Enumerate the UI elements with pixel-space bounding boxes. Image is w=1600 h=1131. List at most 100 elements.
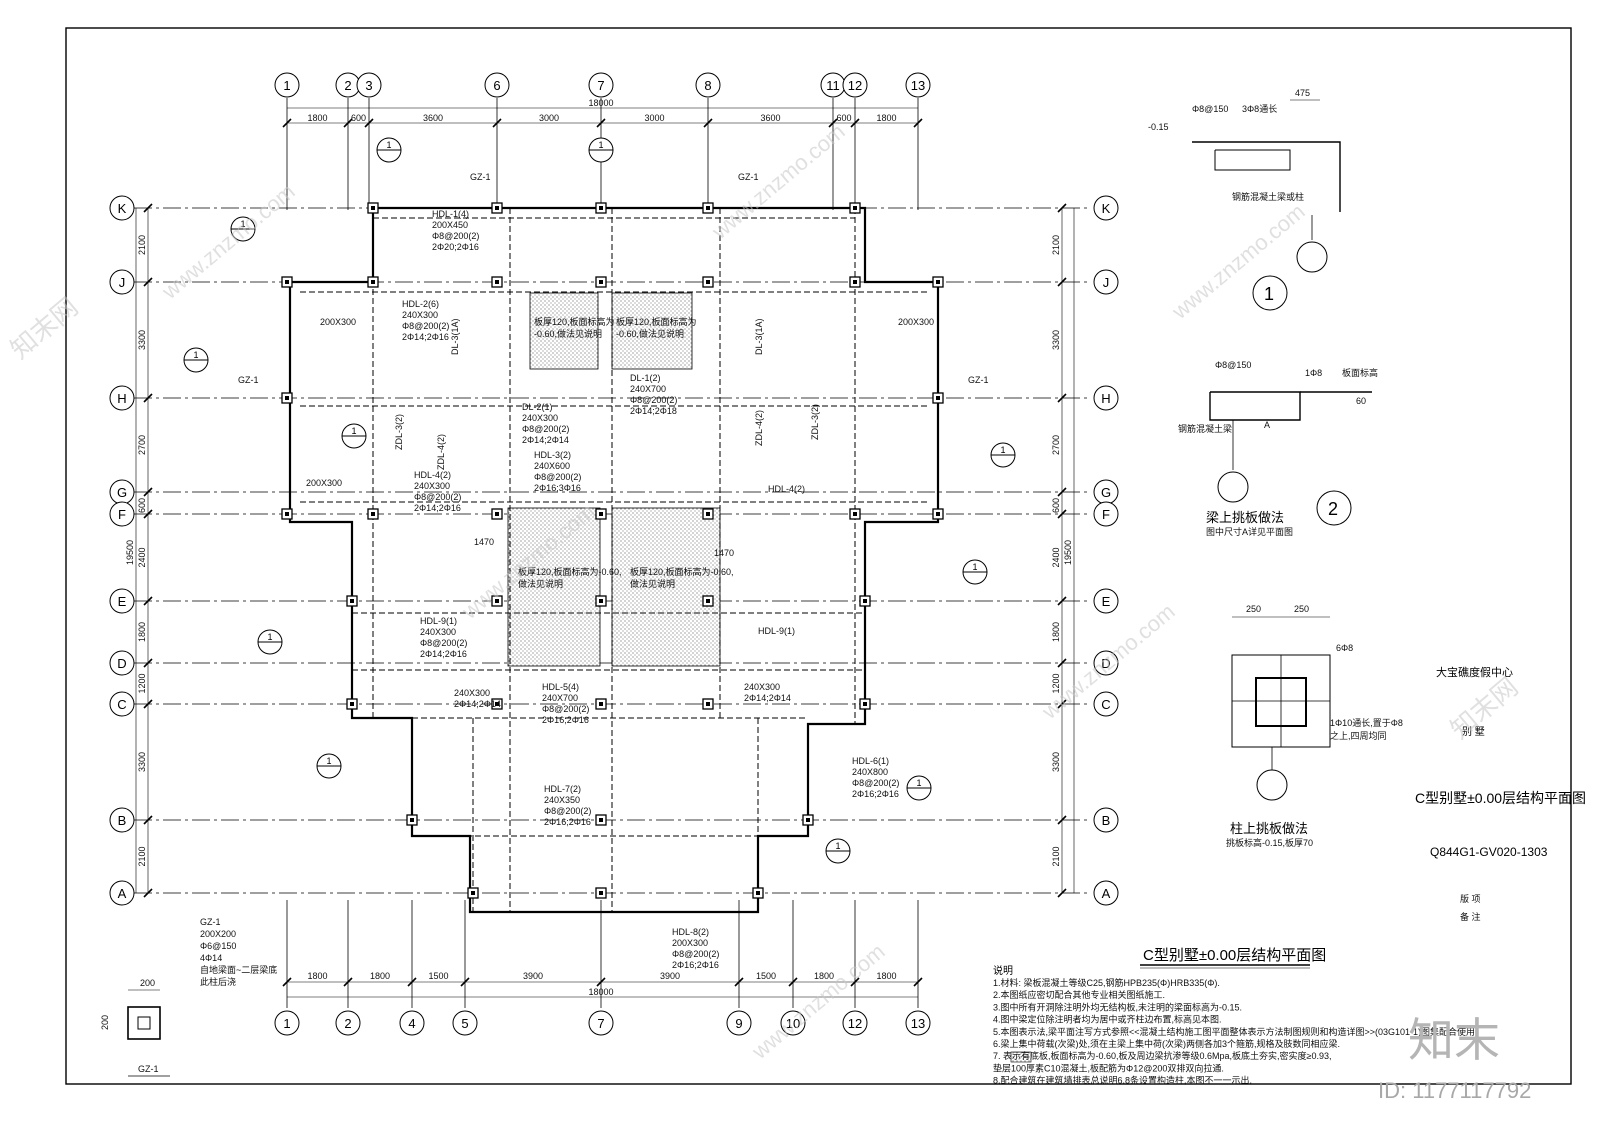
grid-label-top: 8 — [704, 78, 711, 93]
beam-label-hdl3: HDL-3(2) — [534, 450, 571, 460]
column-core — [371, 512, 375, 516]
grid-bubble-left — [109, 501, 135, 527]
detail2-beam-note: 钢筋混凝土梁 — [1178, 423, 1232, 434]
sub-name: 别 墅 — [1462, 726, 1485, 738]
beam-stir-hdl9: Φ8@200(2) — [420, 638, 467, 648]
detail3-note-1: 1Φ10通长,置于Φ8 — [1330, 717, 1403, 728]
watermark-2: www.znzmo.com — [156, 179, 299, 305]
beam-label-dl3: DL-3(1A) — [450, 318, 460, 355]
section-marker-number: 1 — [972, 562, 977, 572]
grid-label-bottom: 12 — [848, 1016, 862, 1031]
column-core — [599, 702, 603, 706]
beam-label-zdl3: ZDL-3(2) — [394, 414, 404, 450]
grid-label-right: K — [1102, 201, 1111, 216]
beam-size-hdl1: 200X450 — [432, 220, 468, 230]
beam-label-hdl4-right: HDL-4(2) — [768, 484, 805, 494]
beam-stir-hdl5: Φ8@200(2) — [542, 704, 589, 714]
grid-bubble-top — [905, 72, 931, 98]
dim-tick — [143, 699, 153, 709]
column-core — [936, 280, 940, 284]
title-block-r2: 备 注 — [1460, 911, 1481, 922]
dim-vertical-label: 600 — [1051, 498, 1061, 513]
detail2-number: 2 — [1328, 499, 1338, 519]
plan-title: C型别墅±0.00层结构平面图 — [1143, 947, 1326, 964]
column-core — [599, 206, 603, 210]
grid-label-bottom: 2 — [344, 1016, 351, 1031]
grid-label-left: D — [117, 656, 126, 671]
detail1-dim-top: 475 — [1295, 88, 1310, 98]
grid-bubble-right — [1093, 691, 1119, 717]
grid-label-top: 1 — [283, 78, 290, 93]
dim-tick — [460, 977, 470, 987]
dim-vertical-label: 1200 — [1051, 673, 1061, 693]
section-marker-number: 1 — [916, 778, 921, 788]
project-name: 大宝礁度假中心 — [1436, 665, 1513, 679]
grid-label-bottom: 4 — [408, 1016, 415, 1031]
grid-label-top: 13 — [911, 78, 925, 93]
drawing-number: Q844G1-GV020-1303 — [1430, 845, 1548, 859]
beam-bars-hdl3: 2Φ16;3Φ16 — [534, 483, 581, 493]
gz1-legend-label: GZ-1 — [138, 1064, 159, 1074]
column-core — [495, 206, 499, 210]
detail2-ref-bubble — [1217, 471, 1249, 503]
column-core — [706, 512, 710, 516]
column-core — [706, 206, 710, 210]
slab-area-mid-right — [611, 507, 721, 667]
dim-vertical-label: 3300 — [1051, 330, 1061, 350]
gz1-legend-size: 200X200 — [200, 929, 236, 939]
detail3-dim-b: 250 — [1294, 604, 1309, 614]
dim-tick — [850, 118, 860, 128]
dim-tick — [364, 118, 374, 128]
grid-bubble-bottom — [905, 1010, 931, 1036]
grid-label-top: 6 — [493, 78, 500, 93]
beam-stir-hdl8: Φ8@200(2) — [672, 949, 719, 959]
dim-vertical-label: 3300 — [137, 752, 147, 772]
section-marker-number: 1 — [351, 426, 356, 436]
dim-tick — [596, 977, 606, 987]
column-core — [863, 702, 867, 706]
dim-vertical-label: 2100 — [1051, 235, 1061, 255]
beam-label-hdl8: HDL-8(2) — [672, 927, 709, 937]
detail2-number-bubble — [1316, 490, 1352, 526]
slab-note-mid-left-2: 做法见说明 — [518, 578, 563, 589]
dim-tick — [282, 118, 292, 128]
detail2-shape — [1209, 391, 1301, 421]
column-core — [471, 891, 475, 895]
gz1-legend-note1: 自地梁面~二层梁底 — [200, 964, 277, 975]
dim-bottom-label: 3900 — [660, 971, 680, 981]
columns — [281, 202, 944, 899]
grid-bubble-bottom — [842, 1010, 868, 1036]
grid-bubble-right — [1093, 880, 1119, 906]
dim-tick — [143, 658, 153, 668]
detail1-ref-bubble — [1296, 241, 1328, 273]
dim-total-bottom-label: 18000 — [588, 987, 613, 997]
grid-label-right: G — [1101, 485, 1111, 500]
dim-tick — [1057, 596, 1067, 606]
detail1-note: 钢筋混凝土梁或柱 — [1232, 191, 1304, 202]
column-core — [410, 818, 414, 822]
dim-tick — [1057, 203, 1067, 213]
dim-vertical-label: 600 — [137, 498, 147, 513]
dim-tick — [913, 118, 923, 128]
watermark-4: www.znzmo.com — [1166, 199, 1309, 325]
gz1-legend: GZ-1 200X200 Φ6@150 4Φ14 自地梁面~二层梁底 此柱后浇 … — [100, 917, 277, 1077]
slab-note-mid-left-1: 板厚120,板面标高为-0.60, — [518, 566, 622, 577]
dim-top-label: 1800 — [876, 113, 896, 123]
dim-top-label: 600 — [351, 113, 366, 123]
grid-label-left: K — [118, 201, 127, 216]
dim-tick — [788, 977, 798, 987]
grid-bubble-right — [1093, 807, 1119, 833]
dim-tick — [703, 118, 713, 128]
dim-bottom-label: 1500 — [756, 971, 776, 981]
grid-bubble-left — [109, 880, 135, 906]
detail2-subtitle: 图中尺寸A详见平面图 — [1206, 526, 1293, 537]
detail1-bar: Φ8@150 — [1192, 104, 1228, 114]
grid-bubble-bottom — [726, 1010, 752, 1036]
dim-bottom-label: 3900 — [523, 971, 543, 981]
watermark-3: www.znzmo.com — [706, 119, 849, 245]
column-core — [350, 702, 354, 706]
column-core — [853, 280, 857, 284]
grid-bubble-right — [1093, 588, 1119, 614]
beam-bars-hdl4: 2Φ14;2Φ16 — [414, 503, 461, 513]
grid-bubble-left — [109, 691, 135, 717]
